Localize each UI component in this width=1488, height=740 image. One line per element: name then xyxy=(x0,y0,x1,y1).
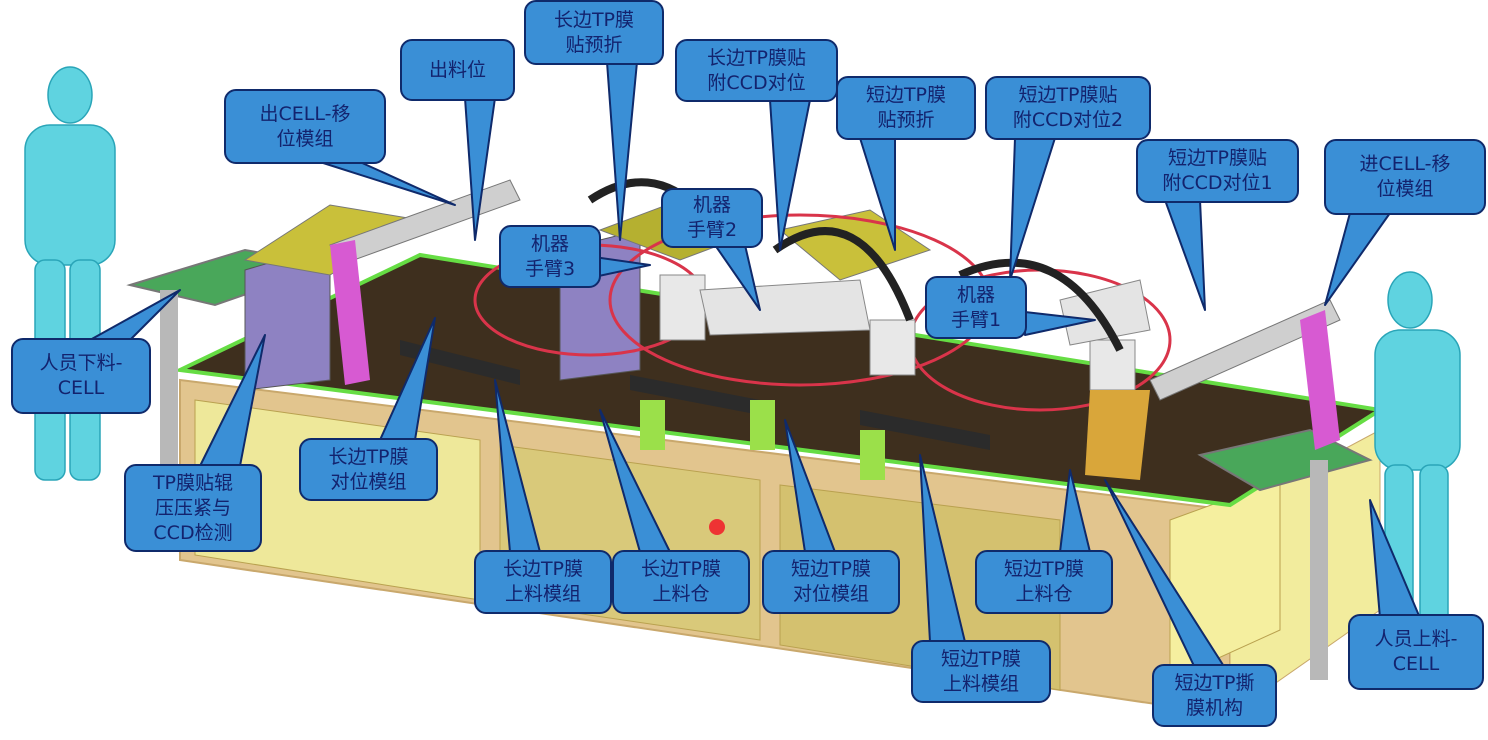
callout-line: 进CELL-移 xyxy=(1359,153,1451,175)
gantry-in xyxy=(1149,299,1341,401)
magenta-bracket xyxy=(330,240,370,385)
callout-line: 出CELL-移 xyxy=(259,102,351,125)
callout-line: 对位模组 xyxy=(792,583,869,605)
callout-line: 短边TP膜 xyxy=(1003,558,1085,580)
operator-figure-right xyxy=(1374,271,1461,666)
callout-line: 人员上料- xyxy=(1374,628,1458,650)
feeder-rail xyxy=(630,375,760,415)
callout-line: 上料模组 xyxy=(942,672,1019,695)
callout-line: 人员下料- xyxy=(39,352,123,374)
callout-line: 短边TP膜 xyxy=(940,647,1022,670)
emergency-stop xyxy=(709,519,725,535)
callout-short-tp-prefold: 短边TP膜 贴预折 xyxy=(836,76,976,140)
callout-line: 上料模组 xyxy=(504,583,581,605)
callout-short-tp-feed-module: 短边TP膜 上料模组 xyxy=(911,640,1051,703)
yellow-plate xyxy=(778,209,932,281)
callout-short-tp-align-module: 短边TP膜 对位模组 xyxy=(762,550,900,614)
callout-line: 手臂2 xyxy=(686,219,738,241)
callout-output-position: 出料位 xyxy=(400,39,515,101)
callout-line: 贴预折 xyxy=(565,33,623,56)
callout-line: CELL xyxy=(1392,653,1440,675)
callout-operator-load: 人员上料- CELL xyxy=(1348,614,1484,690)
callout-line: 手臂3 xyxy=(524,257,576,280)
callout-in-cell-transfer: 进CELL-移 位模组 xyxy=(1324,139,1486,215)
green-block xyxy=(750,400,775,450)
callout-line: 贴预折 xyxy=(877,109,935,131)
callout-line: 附CCD对位 xyxy=(707,71,806,94)
robot-arm xyxy=(699,279,871,336)
callout-line: CELL xyxy=(57,377,105,399)
callout-line: 上料仓 xyxy=(652,583,710,605)
callout-line: 位模组 xyxy=(276,127,334,150)
callout-line: 压压紧与 xyxy=(154,496,231,519)
robot-column xyxy=(1089,339,1136,391)
robot-column xyxy=(869,319,916,376)
callout-long-tp-feed-bin: 长边TP膜 上料仓 xyxy=(612,550,750,614)
callout-line: 短边TP撕 xyxy=(1174,671,1255,694)
callout-short-tp-ccd-align-2: 短边TP膜贴 附CCD对位2 xyxy=(985,76,1151,140)
callout-line: 短边TP膜 xyxy=(790,558,872,580)
callout-long-tp-align-module: 长边TP膜 对位模组 xyxy=(299,438,438,501)
callout-short-tp-ccd-align-1: 短边TP膜贴 附CCD对位1 xyxy=(1136,139,1299,203)
callout-line: 长边TP膜 xyxy=(502,558,584,580)
green-block xyxy=(860,430,885,480)
callout-tp-roller-press-ccd: TP膜贴辊 压压紧与 CCD检测 xyxy=(124,464,262,552)
callout-line: 位模组 xyxy=(1376,178,1434,200)
callout-robot-arm-2: 机器 手臂2 xyxy=(661,188,763,248)
callout-line: 短边TP膜 xyxy=(865,84,947,106)
callout-long-tp-prefold: 长边TP膜 贴预折 xyxy=(524,0,664,65)
feeder-rail xyxy=(860,410,990,450)
callout-operator-unload: 人员下料- CELL xyxy=(11,338,151,414)
magenta-bracket xyxy=(1300,310,1340,450)
green-block xyxy=(640,400,665,450)
callout-line: 手臂1 xyxy=(950,308,1002,331)
callout-line: 短边TP膜贴 xyxy=(1167,147,1268,169)
callout-line: 上料仓 xyxy=(1015,583,1073,605)
callout-line: 对位模组 xyxy=(330,470,407,493)
callout-line: 机器 xyxy=(692,194,731,216)
callout-short-tp-peel: 短边TP撕 膜机构 xyxy=(1152,664,1277,727)
callout-line: CCD检测 xyxy=(153,521,233,544)
callout-line: TP膜贴辊 xyxy=(152,471,234,494)
callout-line: 长边TP膜 xyxy=(640,558,722,580)
robot-column xyxy=(659,274,706,341)
callout-line: 长边TP膜 xyxy=(328,445,409,468)
callout-line: 附CCD对位2 xyxy=(1012,109,1124,131)
callout-robot-arm-1: 机器 手臂1 xyxy=(925,276,1027,339)
callout-line: 短边TP膜贴 xyxy=(1018,84,1118,106)
gold-feeder xyxy=(1085,390,1150,480)
operator-figure-left xyxy=(24,66,116,481)
callout-line: 长边TP膜贴 xyxy=(706,46,807,69)
callout-line: 膜机构 xyxy=(1185,696,1243,719)
callout-long-tp-ccd-align: 长边TP膜贴 附CCD对位 xyxy=(675,39,838,102)
frame-leg xyxy=(1310,460,1328,680)
callout-robot-arm-3: 机器 手臂3 xyxy=(499,225,601,288)
callout-long-tp-feed-module: 长边TP膜 上料模组 xyxy=(474,550,612,614)
callout-out-cell-transfer: 出CELL-移 位模组 xyxy=(224,89,386,164)
callout-short-tp-feed-bin: 短边TP膜 上料仓 xyxy=(975,550,1113,614)
callout-line: 长边TP膜 xyxy=(553,8,635,31)
callout-line: 出料位 xyxy=(428,58,486,81)
callout-line: 附CCD对位1 xyxy=(1162,172,1273,194)
callout-line: 机器 xyxy=(530,232,569,255)
callout-line: 机器 xyxy=(956,283,995,306)
